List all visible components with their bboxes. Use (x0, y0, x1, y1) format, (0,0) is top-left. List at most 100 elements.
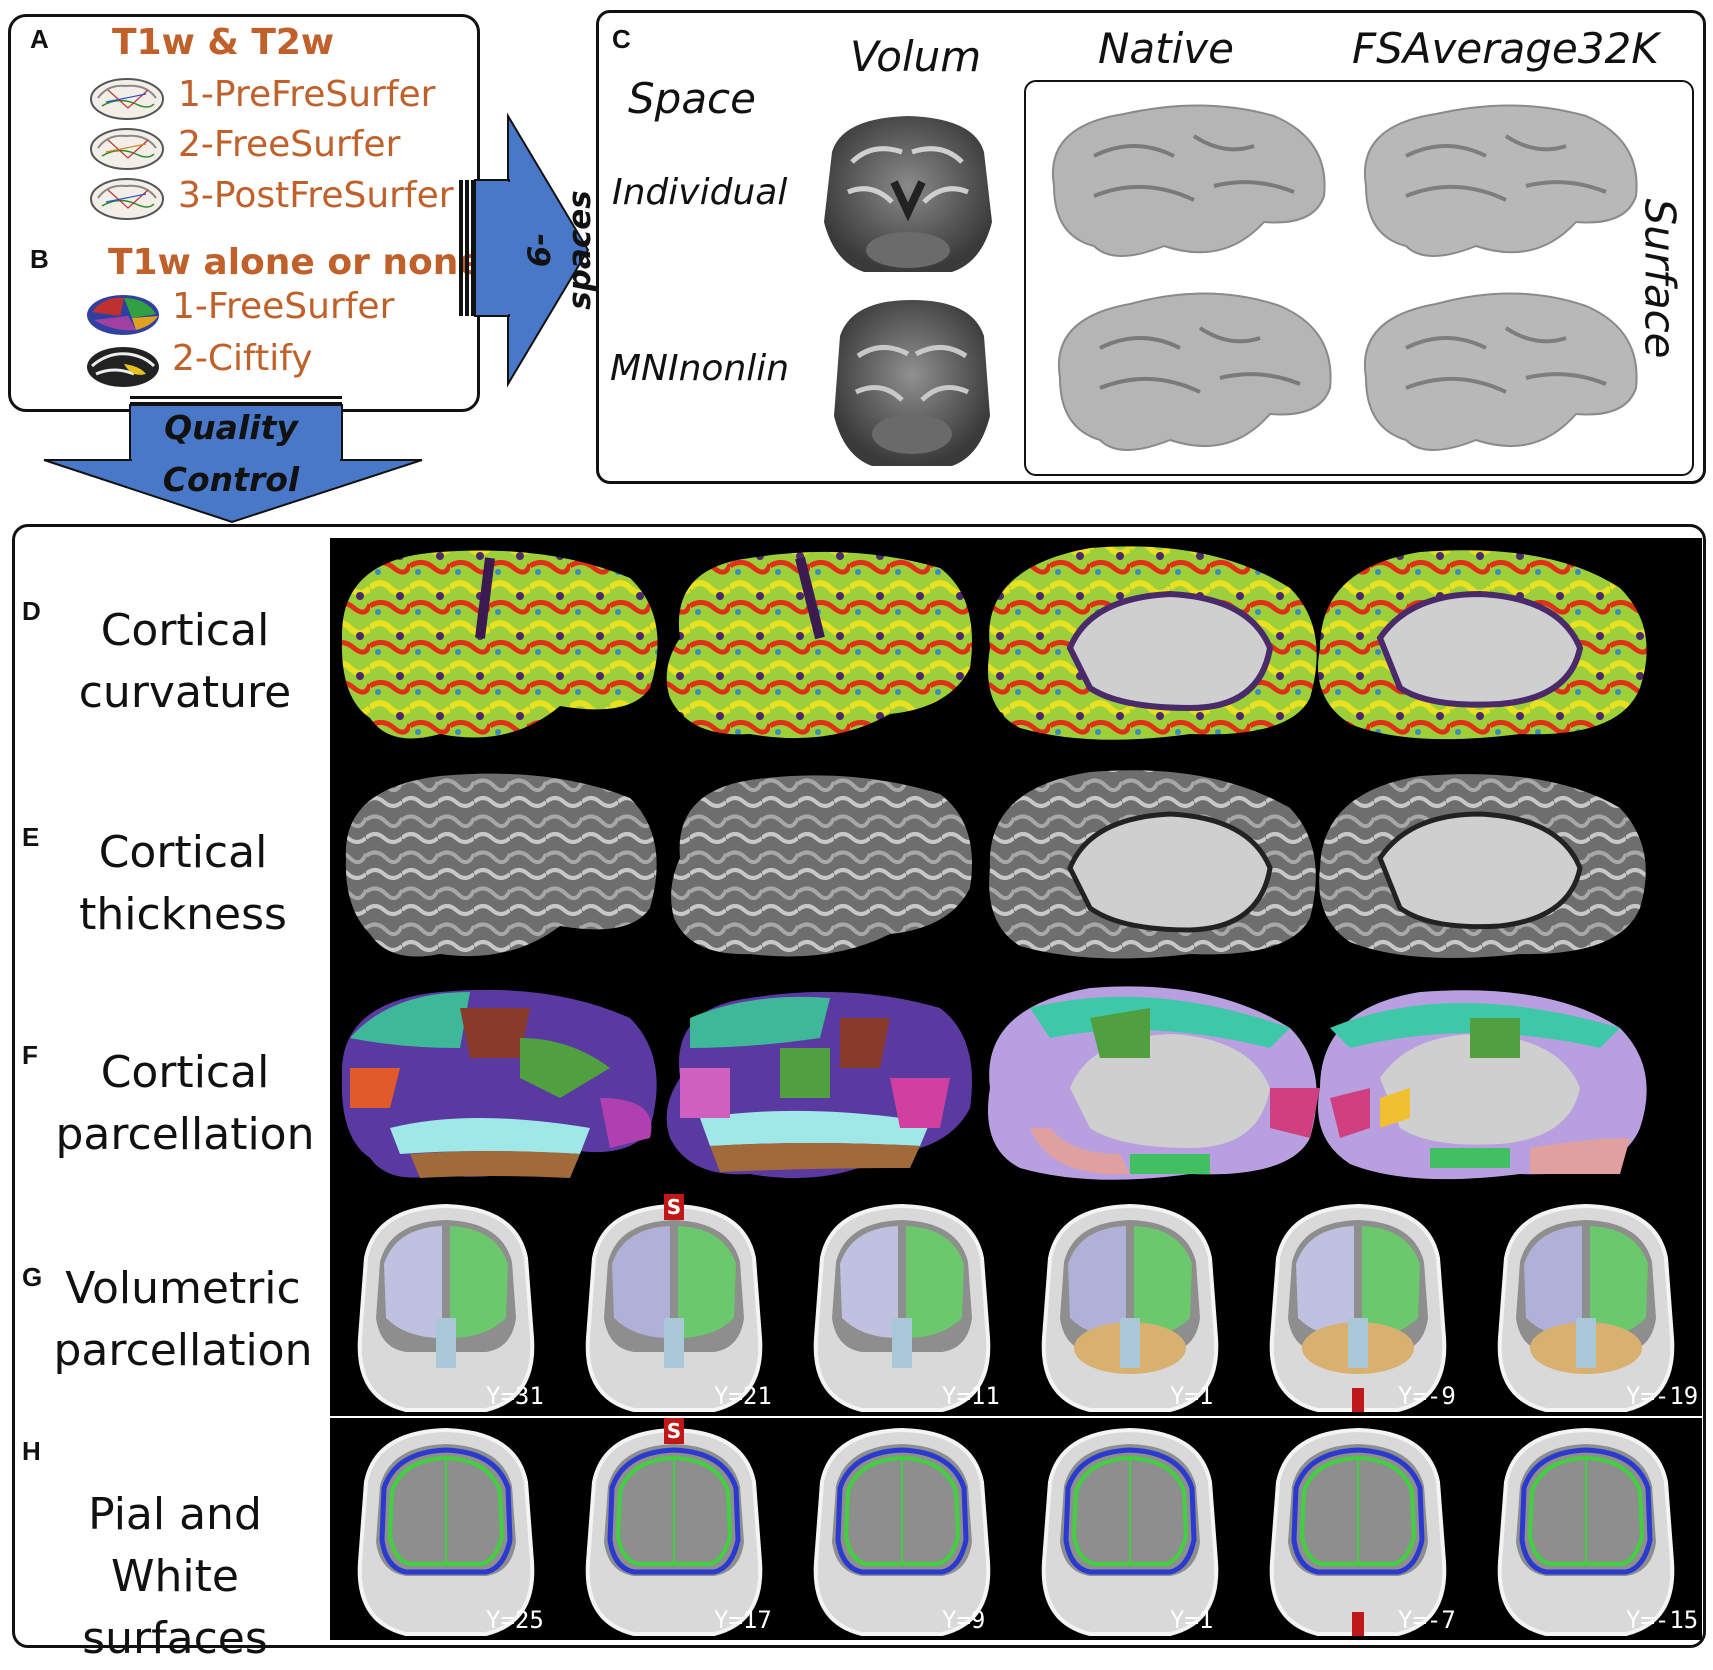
step-freesurfer-b: 1-FreeSurfer (172, 286, 395, 327)
panel-a-title: T1w & T2w (112, 22, 335, 63)
row-label-line: Volumetric (65, 1263, 301, 1314)
thickness-lateral-left (345, 773, 657, 957)
slice-coordinate-label: Y=-19 (1626, 1382, 1699, 1410)
row-label-line: Cortical (100, 605, 270, 656)
row-label-line: curvature (78, 667, 292, 718)
down-arrow-quality-control (43, 396, 423, 524)
pial-white-mri-slice (585, 1427, 763, 1636)
row-individual: Individual (612, 172, 788, 213)
volume-mni-slice (834, 300, 990, 466)
native-surface-mni (1057, 292, 1332, 451)
volume-individual-slice (824, 116, 992, 272)
superior-orientation-marker: S (664, 1194, 684, 1220)
thickness-lateral-right (671, 775, 972, 957)
parcellation-lateral-left (341, 989, 657, 1178)
curvature-medial-left (988, 546, 1317, 740)
row-letter-f: F (22, 1040, 38, 1070)
parcellation-brains (341, 986, 1647, 1180)
slice-coordinate-label: Y=31 (486, 1382, 544, 1410)
curvature-strip (330, 538, 1702, 758)
brain-connectome-icon (90, 78, 164, 120)
brain-parcellation-icon (87, 347, 159, 387)
row-label-line: Pial and White (88, 1489, 262, 1602)
brain-connectome-icon (90, 178, 164, 220)
thickness-strip (330, 758, 1702, 978)
row-label-curvature: Cortical curvature (40, 600, 330, 724)
brain-connectome-icon (90, 128, 164, 170)
row-mninonlin: MNInonlin (610, 348, 790, 389)
volumetric-mri-slice (1497, 1203, 1675, 1412)
curvature-medial-right (1318, 550, 1647, 740)
row-label-line: Cortical (98, 827, 268, 878)
slice-coordinate-label: Y=1 (1170, 1606, 1214, 1634)
slice-coordinate-label: Y=9 (942, 1606, 986, 1634)
panel-letter-a: A (30, 24, 49, 54)
pial-white-mri-slice (357, 1427, 535, 1636)
slice-coordinate-label: Y=21 (714, 1382, 772, 1410)
pipeline-box (8, 14, 480, 412)
row-label-thickness: Cortical thickness (38, 822, 328, 946)
slice-coordinate-label: Y=-9 (1398, 1382, 1456, 1410)
row-label-line: surfaces (82, 1613, 268, 1664)
fsaverage-surface-mni (1363, 292, 1638, 451)
space-label: Space (628, 74, 756, 123)
row-letter-d: D (22, 596, 41, 626)
inferior-orientation-marker (1352, 1612, 1364, 1636)
volumetric-strip (330, 1194, 1702, 1416)
parcellation-medial-right (1318, 990, 1647, 1180)
brain-parcellation-icon (87, 295, 159, 335)
label-quality: Quality (164, 408, 298, 447)
curvature-lateral-right (666, 551, 972, 739)
row-label-line: Cortical (100, 1047, 270, 1098)
panel-b-title: T1w alone or none (108, 242, 483, 283)
volumetric-mri-slice (1041, 1203, 1219, 1412)
parcellation-medial-left (988, 986, 1320, 1180)
slice-coordinate-label: Y=-7 (1398, 1606, 1456, 1634)
thickness-medial-left (989, 770, 1316, 959)
pial-white-mri-slice (813, 1427, 991, 1636)
pial-white-strip (330, 1418, 1702, 1640)
row-letter-g: G (22, 1262, 43, 1292)
label-6-spaces: 6-spaces (522, 190, 598, 310)
curvature-lateral-left (341, 550, 658, 739)
pial-white-mri-slice (1041, 1427, 1219, 1636)
slice-coordinate-label: Y=17 (714, 1606, 772, 1634)
row-letter-e: E (22, 822, 40, 852)
volumetric-mri-slice (585, 1203, 763, 1412)
step-prefreesurfer: 1-PreFreSurfer (178, 74, 436, 115)
fsaverage-surface-individual (1363, 104, 1638, 257)
slice-coordinate-label: Y=1 (1170, 1382, 1214, 1410)
parcellation-strip (330, 978, 1702, 1194)
row-label-volumetric-parcellation: Volumetric parcellation (38, 1258, 328, 1382)
row-letter-h: H (22, 1436, 41, 1466)
label-control: Control (162, 460, 300, 499)
native-surface-individual (1051, 104, 1326, 257)
thickness-brains (345, 770, 1646, 959)
slice-coordinate-label: Y=25 (486, 1606, 544, 1634)
right-arrow-6-spaces (459, 112, 590, 388)
volumetric-mri-slice (813, 1203, 991, 1412)
slice-coordinate-label: Y=11 (942, 1382, 1000, 1410)
panel-letter-c: C (612, 24, 631, 54)
row-label-line: parcellation (53, 1325, 313, 1376)
row-label-cortical-parcellation: Cortical parcellation (40, 1042, 330, 1166)
step-freesurfer-a: 2-FreeSurfer (178, 124, 401, 165)
column-volum: Volum (850, 32, 982, 81)
curvature-brains (341, 546, 1647, 740)
panel-letter-b: B (30, 244, 49, 274)
column-native: Native (1098, 24, 1234, 73)
thickness-medial-right (1319, 774, 1646, 958)
step-ciftify: 2-Ciftify (172, 338, 313, 379)
volumetric-mri-slice (1269, 1203, 1447, 1412)
pial-white-mri-slice (1497, 1427, 1675, 1636)
pial-white-mri-slice (1269, 1427, 1447, 1636)
row-label-line: parcellation (55, 1109, 315, 1160)
row-label-pial-white: Pial and White surfaces (20, 1484, 330, 1670)
superior-orientation-marker: S (664, 1418, 684, 1444)
inferior-orientation-marker (1352, 1388, 1364, 1412)
column-fsaverage32k: FSAverage32K (1352, 24, 1659, 73)
volumetric-mri-slice (357, 1203, 535, 1412)
row-label-line: thickness (79, 889, 287, 940)
parcellation-lateral-right (666, 991, 972, 1179)
step-postfreesurfer: 3-PostFreSurfer (178, 175, 454, 216)
